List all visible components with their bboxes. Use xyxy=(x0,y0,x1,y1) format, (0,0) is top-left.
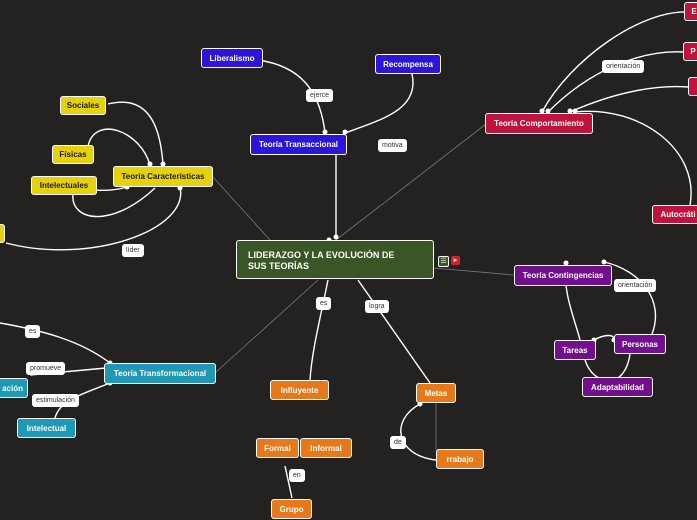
node-teoria-transaccional[interactable]: Teoría Transaccional xyxy=(250,134,347,155)
node-teoria-transformacional[interactable]: Teoría Transformacional xyxy=(104,363,216,384)
link-root-transformacional xyxy=(214,279,319,374)
label-lider: líder xyxy=(122,244,144,257)
node-metas[interactable]: Metas xyxy=(416,383,456,403)
label-estimulacion: estimulación xyxy=(32,394,79,407)
label-orientacion-right: orientación xyxy=(614,279,657,292)
node-sociales[interactable]: Sociales xyxy=(60,96,106,115)
node-red-top-1[interactable]: E xyxy=(684,2,697,21)
label-logra: logra xyxy=(365,300,389,313)
node-trabajo[interactable]: rrabajo xyxy=(436,449,484,469)
link-comportamiento-autocratico xyxy=(574,110,692,206)
label-es-left: es xyxy=(25,325,41,338)
node-autocratico[interactable]: Autocráti xyxy=(652,205,697,224)
link-personas-adaptabilidad xyxy=(617,353,631,379)
node-recompensa[interactable]: Recompensa xyxy=(375,54,441,74)
video-icon[interactable]: ▸ xyxy=(451,256,460,265)
link-caracteristicas-sociales xyxy=(107,101,164,166)
node-fisicas[interactable]: Físicas xyxy=(52,145,94,164)
label-orientacion-top: orientación xyxy=(602,60,645,73)
node-informal[interactable]: Informal xyxy=(300,438,352,458)
link-transaccional-recompensa xyxy=(344,73,414,134)
node-grupo[interactable]: Grupo xyxy=(271,499,312,519)
link-root-caracteristicas xyxy=(211,175,271,241)
link-caracteristicas-left xyxy=(5,186,182,251)
label-en: en xyxy=(289,469,305,482)
link-root-influyente xyxy=(309,279,329,381)
node-liberalismo[interactable]: Liberalismo xyxy=(201,48,263,68)
label-ejerce: ejerce xyxy=(306,89,334,102)
node-teoria-contingencias[interactable]: Teoría Contingencias xyxy=(514,265,612,286)
node-influyente[interactable]: Influyente xyxy=(270,380,329,400)
link-root-contingencias xyxy=(433,267,515,276)
node-transformacional-left[interactable]: ación xyxy=(0,378,28,398)
link-root-metas xyxy=(357,279,431,384)
link-tareas-personas xyxy=(593,334,615,341)
link-grupo-formal xyxy=(284,465,293,499)
node-intelectuales[interactable]: Intelectuales xyxy=(31,176,97,195)
label-es-bottom: es xyxy=(316,297,332,310)
link-tareas-adaptabilidad xyxy=(584,359,605,380)
label-de: de xyxy=(390,436,406,449)
node-personas[interactable]: Personas xyxy=(614,334,666,354)
node-intelectual[interactable]: Intelectual xyxy=(17,418,76,438)
link-metas-trabajo-curve xyxy=(400,403,437,461)
label-motiva: motiva xyxy=(378,139,407,152)
root-topic[interactable]: LIDERAZGO Y LA EVOLUCIÓN DE SUS TEORÍAS xyxy=(236,240,434,279)
node-tareas[interactable]: Tareas xyxy=(554,340,596,360)
label-promueve: promueve xyxy=(26,362,66,375)
notes-icon[interactable]: ☰ xyxy=(438,256,449,267)
link-caracteristicas-fisicas xyxy=(87,128,151,166)
link-root-comportamiento xyxy=(335,123,487,241)
link-comportamiento-top3 xyxy=(569,85,689,113)
node-yellow-cut[interactable] xyxy=(0,224,5,243)
node-red-top-2[interactable]: P xyxy=(683,42,697,61)
node-teoria-comportamiento[interactable]: Teoría Comportamiento xyxy=(485,113,593,134)
node-teoria-caracteristicas[interactable]: Teoría Características xyxy=(113,166,213,187)
node-adaptabilidad[interactable]: Adaptabilidad xyxy=(582,377,653,397)
link-caracteristicas-intelectuales xyxy=(72,186,156,218)
node-formal[interactable]: Formal xyxy=(256,438,299,458)
link-transaccional-liberalismo xyxy=(257,59,326,134)
link-transformacional-es xyxy=(0,322,111,364)
node-red-top-3[interactable] xyxy=(688,77,697,96)
link-comportamiento-top1 xyxy=(541,11,689,113)
